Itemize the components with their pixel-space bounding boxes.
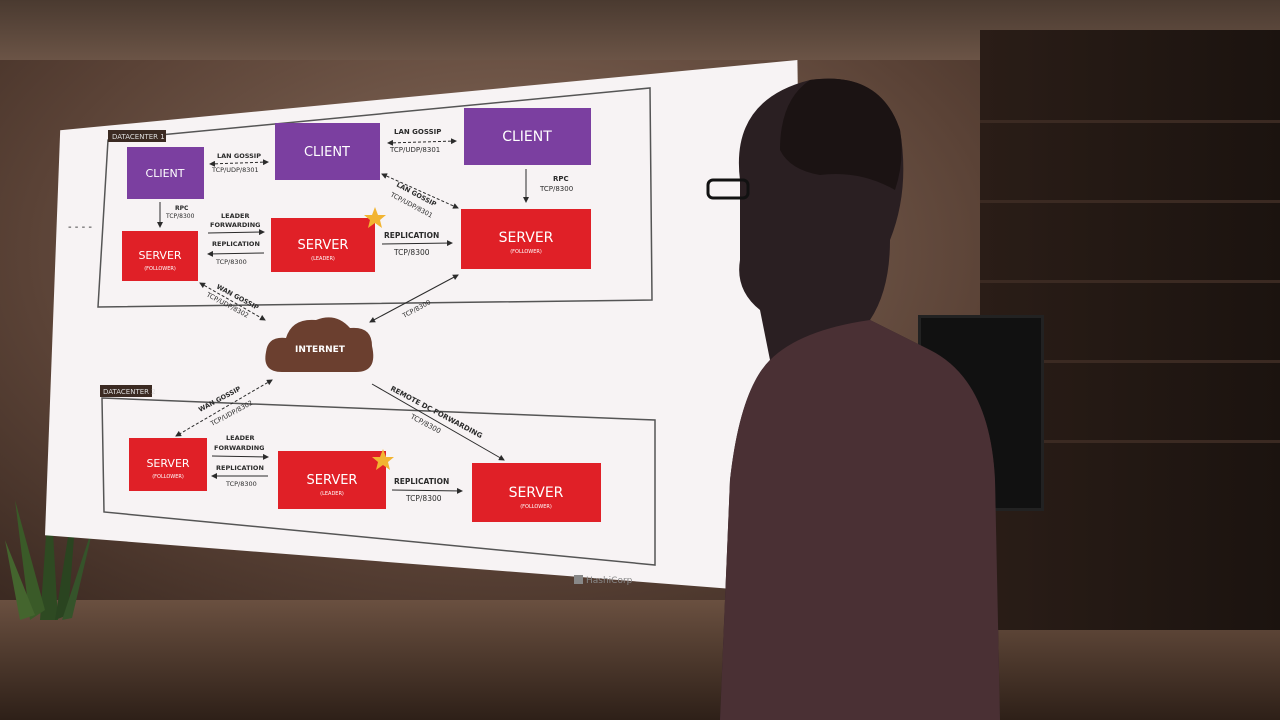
wan-gossip-arrow-1 (199, 282, 266, 321)
leader-label: (LEADER) (320, 491, 344, 497)
replication-arrow-1 (207, 250, 265, 257)
lan-gossip-label-2: LAN GOSSIP (394, 128, 441, 136)
server-box-dc1-follower-1 (122, 231, 198, 281)
datacenter-1-label: DATACENTER 1 (112, 133, 165, 141)
bookshelf (980, 30, 1280, 630)
lan-gossip-arrow-3 (381, 173, 459, 209)
tcp-8300-label-2: TCP/8300 (539, 185, 573, 193)
presenter-silhouette (706, 78, 1000, 720)
leader-star-icon (372, 449, 394, 470)
tcp-8300-label-3: TCP/8300 (215, 258, 247, 266)
follower-label: (FOLLOWER) (520, 504, 552, 510)
hashicorp-logo-icon (574, 575, 583, 584)
shelf-board (980, 280, 1280, 283)
leader-star-icon (364, 207, 386, 228)
client-box-3 (464, 108, 591, 165)
rpc-label-2: RPC (553, 175, 569, 183)
wan-gossip-arrow-2 (175, 379, 273, 437)
shelf-board (980, 360, 1280, 363)
remote-dc-forwarding-arrow (371, 383, 505, 461)
replication-label-3: REPLICATION (216, 464, 264, 472)
leader-forwarding-arrow-2 (211, 453, 269, 460)
server-label: SERVER (138, 249, 181, 262)
server-label: SERVER (499, 230, 554, 246)
leader-forwarding-arrow-1 (207, 229, 265, 236)
tcp-8300-label-8: TCP/8300 (405, 494, 442, 503)
tcp-8300-label-4: TCP/8300 (393, 248, 430, 257)
datacenter-1-tag (108, 130, 166, 142)
client-label-3: CLIENT (502, 129, 552, 145)
lan-gossip-label-1: LAN GOSSIP (217, 152, 261, 160)
client-label-1: CLIENT (146, 167, 185, 180)
rpc-label-1: RPC (175, 205, 189, 212)
server-label: SERVER (307, 473, 358, 488)
tcp-udp-8301-label-1: TCP/UDP/8301 (211, 166, 259, 174)
tcp-8300-label-5: TCP/8300 (400, 298, 432, 320)
client-box-2 (275, 123, 380, 180)
client-box-1 (127, 147, 204, 199)
replication-arrow-2 (381, 240, 453, 247)
server-label: SERVER (298, 238, 349, 253)
server-label: SERVER (509, 485, 564, 501)
tcp-udp-8301-label-2: TCP/UDP/8301 (389, 146, 440, 154)
server-box-dc2-leader (278, 451, 386, 509)
brand-label: HashiCorp (586, 576, 633, 586)
internet-label: INTERNET (295, 345, 346, 355)
follower-label: (FOLLOWER) (144, 266, 176, 272)
ellipsis-text: - - - - (68, 222, 92, 233)
server-box-dc1-leader (271, 218, 375, 272)
tcp-8300-label-1: TCP/8300 (165, 213, 195, 220)
server-label: SERVER (146, 457, 189, 470)
replication-arrow-4 (391, 487, 463, 494)
shelf-board (980, 120, 1280, 123)
internet-cloud-icon (265, 317, 374, 372)
datacenter-2-label: DATACENTER 2 (103, 388, 156, 396)
server-box-dc1-follower-2 (461, 209, 591, 269)
leader-forwarding-label-1b: FORWARDING (210, 221, 260, 229)
replication-label-4: REPLICATION (394, 477, 449, 486)
tcp-8300-label-7: TCP/8300 (225, 480, 257, 488)
leader-forwarding-label-2a: LEADER (226, 434, 254, 442)
leader-forwarding-label-1a: LEADER (221, 212, 249, 220)
leader-forwarding-label-2b: FORWARDING (214, 444, 264, 452)
internet-link-arrow (369, 274, 459, 323)
lan-gossip-arrow-1 (209, 159, 269, 167)
lan-gossip-arrow-2 (387, 138, 457, 146)
server-box-dc2-follower-1 (129, 438, 207, 491)
datacenter-2-tag (100, 385, 152, 397)
server-box-dc2-follower-2 (472, 463, 601, 522)
replication-label-2: REPLICATION (384, 231, 439, 240)
replication-label-1: REPLICATION (212, 240, 260, 248)
leader-label: (LEADER) (311, 256, 335, 262)
datacenter-2-frame (101, 397, 656, 566)
client-label-2: CLIENT (304, 145, 350, 160)
shelf-board (980, 440, 1280, 443)
follower-label: (FOLLOWER) (152, 474, 184, 480)
datacenter-1-frame (97, 87, 653, 308)
follower-label: (FOLLOWER) (510, 249, 542, 255)
shelf-board (980, 200, 1280, 203)
